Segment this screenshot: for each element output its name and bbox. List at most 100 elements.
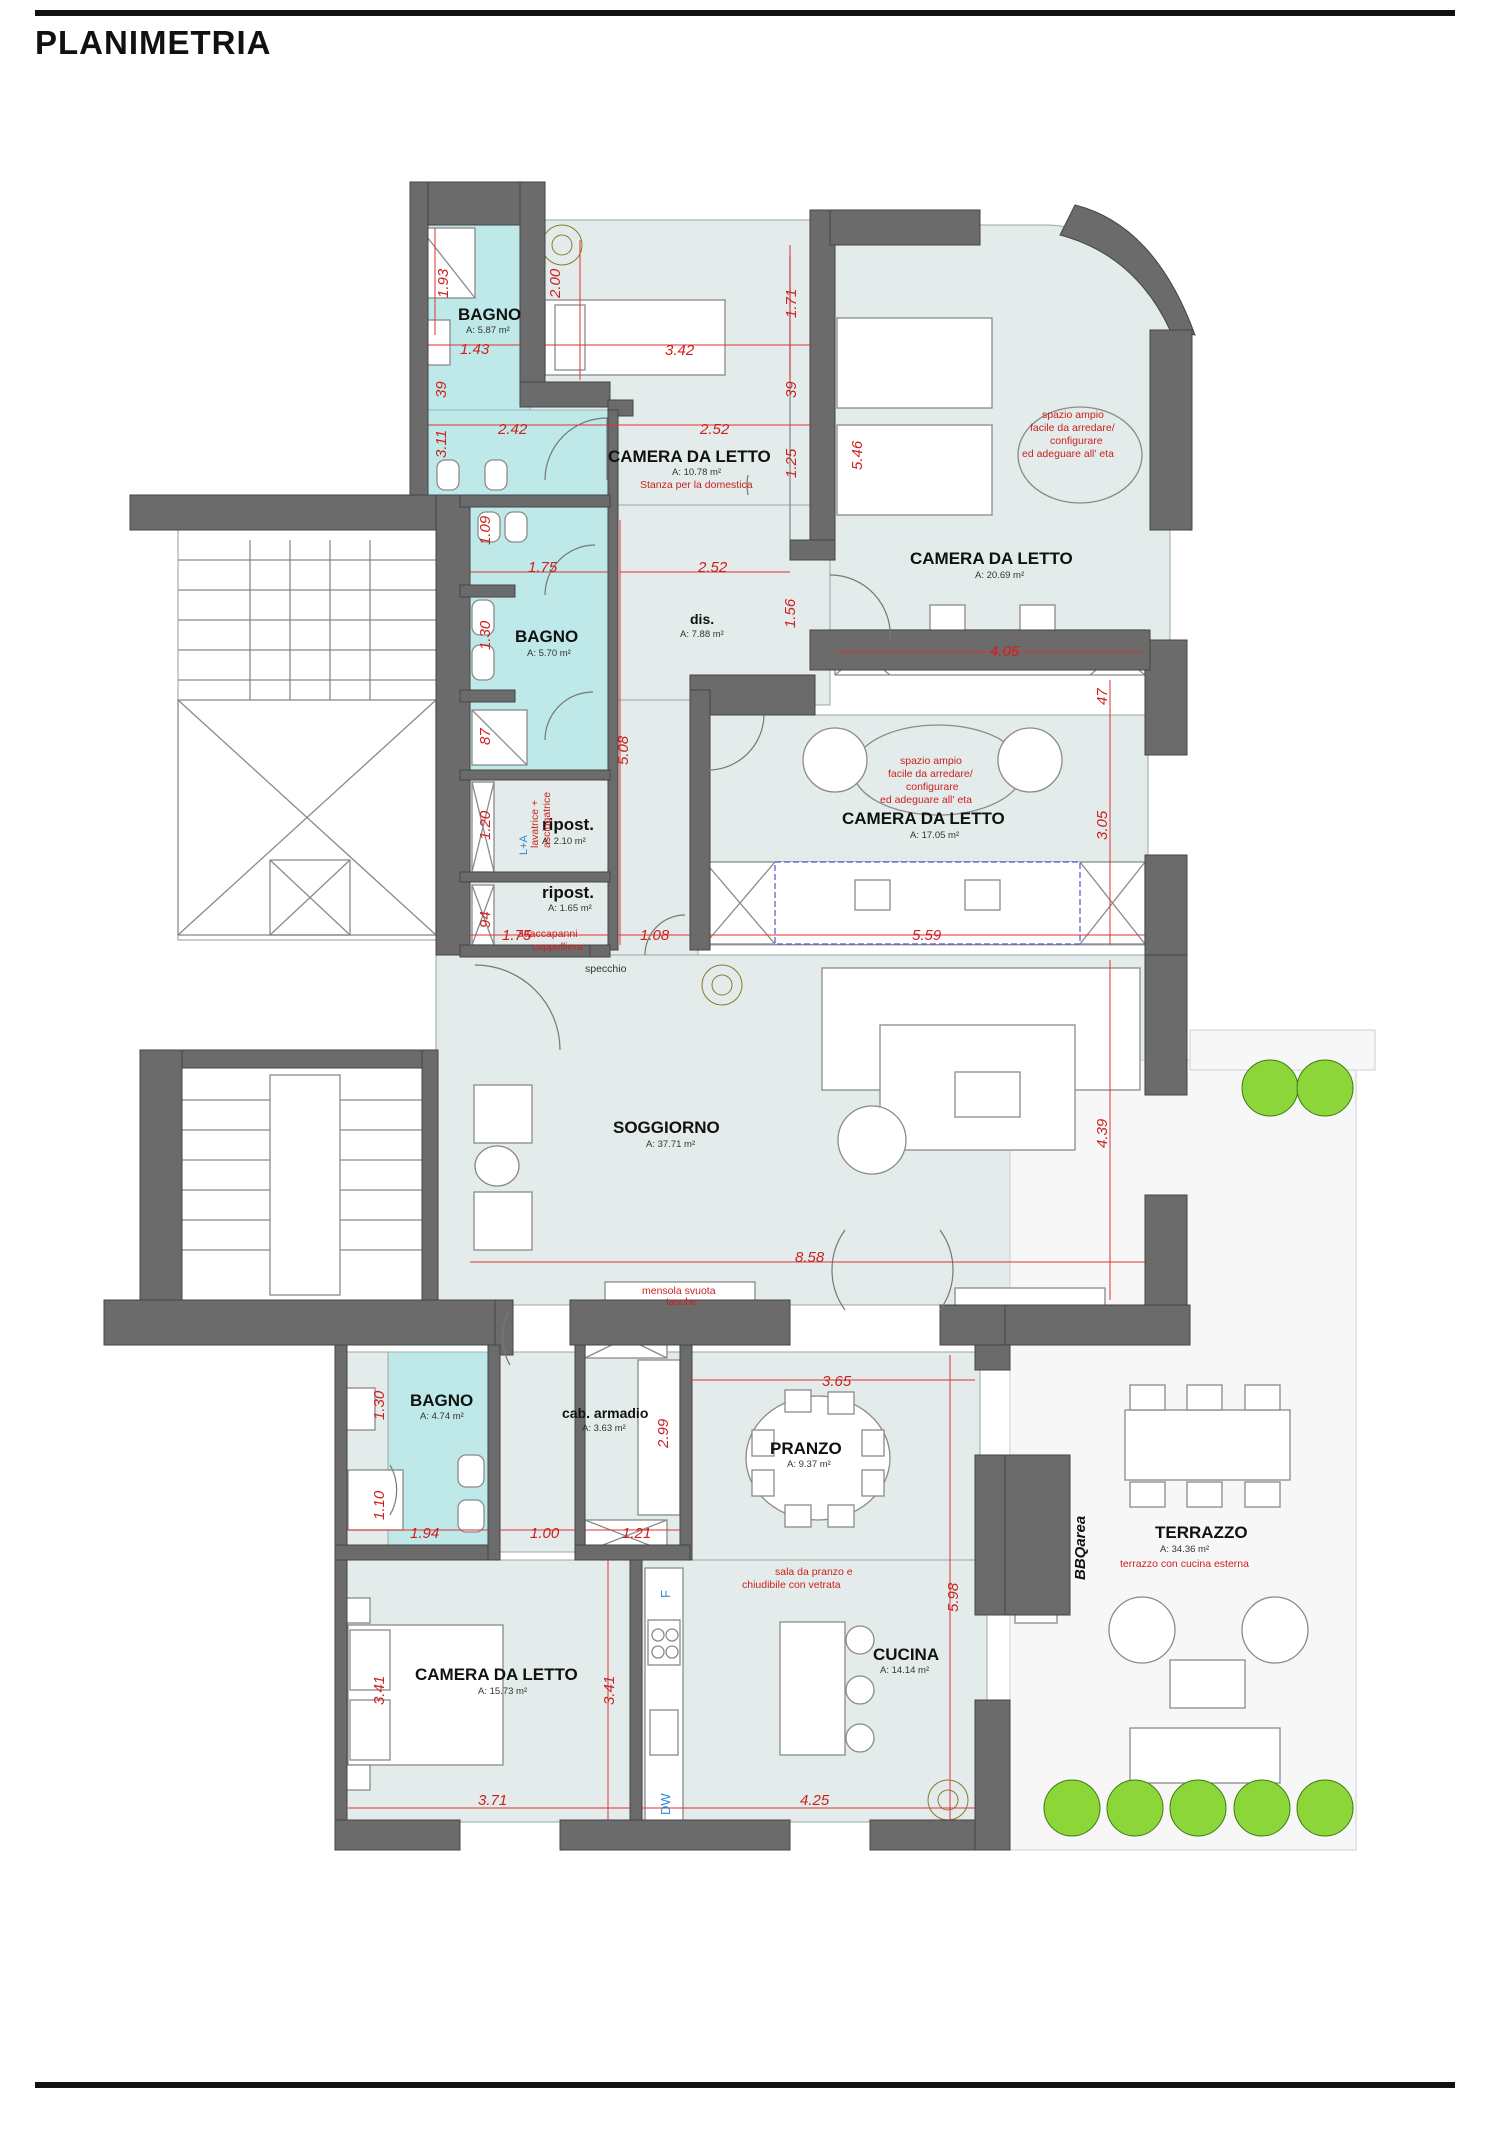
dim-2-52a: 2.52 — [699, 421, 730, 438]
note-washer-line-1: lavatrice + — [529, 800, 541, 848]
room-name-living: SOGGIORNO — [613, 1118, 720, 1137]
room-area-storage-2: A: 1.65 m² — [548, 903, 592, 914]
room-note-terrace: terrazzo con cucina esterna — [1120, 1558, 1249, 1570]
room-name-bedroom-1: CAMERA DA LETTO — [608, 447, 771, 466]
note-dining-line-2: chiudibile con vetrata — [742, 1579, 841, 1591]
dim-4-05: 4.05 — [990, 643, 1020, 660]
room-name-kitchen: CUCINA — [873, 1645, 939, 1664]
dim-5-59: 5.59 — [912, 927, 942, 944]
note-shelf-line-2: tasche — [666, 1296, 697, 1308]
note-coat-line-2: cappelliera — [532, 941, 583, 953]
room-area-walkin: A: 3.63 m² — [582, 1423, 626, 1434]
dim-2-00: 2.00 — [547, 268, 564, 299]
note-space-2-line-4: ed adeguare all' eta — [880, 794, 972, 806]
note-space-1-line-3: configurare — [1050, 435, 1103, 447]
page-title: PLANIMETRIA — [35, 24, 272, 61]
doors — [389, 417, 954, 1516]
room-note-bedroom-1: Stanza per la domestica — [640, 479, 753, 491]
room-name-storage-2: ripost. — [542, 883, 594, 902]
dim-3-71: 3.71 — [478, 1792, 507, 1809]
dishwasher-label: DW — [658, 1793, 673, 1815]
dim-1-75a: 1.75 — [528, 559, 558, 576]
dim-2-42: 2.42 — [497, 421, 528, 438]
note-washer-code: L+A — [518, 834, 530, 855]
room-name-bath-3: BAGNO — [410, 1391, 473, 1410]
room-name-dining: PRANZO — [770, 1439, 842, 1458]
stairwell-lower — [177, 1067, 437, 1301]
room-area-bedroom-4: A: 15.73 m² — [478, 1686, 527, 1697]
dim-1-93: 1.93 — [435, 268, 452, 298]
room-name-bedroom-3: CAMERA DA LETTO — [842, 809, 1005, 828]
note-space-1-line-1: spazio ampio — [1042, 409, 1104, 421]
room-name-storage-1: ripost. — [542, 815, 594, 834]
note-space-2-line-2: facile da arredare/ — [888, 768, 973, 780]
dim-2-99: 2.99 — [655, 1418, 672, 1449]
dim-1-75b: 1.75 — [502, 927, 532, 944]
walls — [103, 181, 1196, 1851]
stairwell-upper — [177, 529, 437, 941]
dim-39b: 39 — [783, 381, 800, 398]
room-area-dining: A: 9.37 m² — [787, 1459, 831, 1470]
dim-3-41a: 3.41 — [371, 1676, 388, 1705]
note-mirror: specchio — [585, 963, 627, 975]
room-name-terrace: TERRAZZO — [1155, 1523, 1248, 1542]
dim-1-10: 1.10 — [371, 1490, 388, 1520]
note-space-2-line-3: configurare — [906, 781, 959, 793]
bottom-rule — [35, 2082, 1455, 2088]
dim-47: 47 — [1094, 688, 1111, 705]
room-labels: BAGNO A: 5.87 m² CAMERA DA LETTO A: 10.7… — [410, 305, 1249, 1697]
dim-94: 94 — [477, 911, 494, 928]
dim-1-43: 1.43 — [460, 341, 490, 358]
room-area-terrace: A: 34.36 m² — [1160, 1544, 1209, 1555]
room-area-kitchen: A: 14.14 m² — [880, 1665, 929, 1676]
room-area-bedroom-1: A: 10.78 m² — [672, 467, 721, 478]
room-area-storage-1: A: 2.10 m² — [542, 836, 586, 847]
dim-4-39: 4.39 — [1094, 1118, 1111, 1148]
room-area-bedroom-2: A: 20.69 m² — [975, 570, 1024, 581]
dim-1-56: 1.56 — [782, 598, 799, 628]
note-coat-line-1: attaccapanni — [518, 928, 578, 940]
room-area-bedroom-3: A: 17.05 m² — [910, 830, 959, 841]
dim-1-21: 1.21 — [622, 1525, 651, 1542]
dim-5-08: 5.08 — [615, 735, 632, 765]
dim-1-30a: 1.30 — [477, 620, 494, 650]
dim-1-20: 1.20 — [477, 810, 494, 840]
dimension-lines — [347, 228, 1145, 1820]
dim-1-30b: 1.30 — [371, 1390, 388, 1420]
dim-1-00: 1.00 — [530, 1525, 560, 1542]
note-space-1-line-2: facile da arredare/ — [1030, 422, 1115, 434]
dim-1-94: 1.94 — [410, 1525, 439, 1542]
dim-1-08: 1.08 — [640, 927, 670, 944]
dim-3-42: 3.42 — [665, 342, 695, 359]
dim-3-11: 3.11 — [433, 430, 450, 458]
dim-3-65: 3.65 — [822, 1373, 852, 1390]
room-name-corridor: dis. — [690, 611, 714, 627]
room-name-bath-2: BAGNO — [515, 627, 578, 646]
dim-1-71: 1.71 — [783, 289, 800, 318]
dim-8-58: 8.58 — [795, 1249, 825, 1266]
dim-1-09: 1.09 — [477, 515, 494, 545]
top-rule — [35, 10, 1455, 16]
dim-5-98: 5.98 — [945, 1582, 962, 1612]
room-name-walkin: cab. armadio — [562, 1405, 648, 1421]
room-area-corridor: A: 7.88 m² — [680, 629, 724, 640]
fridge-label: F — [658, 1590, 673, 1598]
dim-39a: 39 — [433, 381, 450, 398]
dim-4-25: 4.25 — [800, 1792, 830, 1809]
dim-2-52b: 2.52 — [697, 559, 728, 576]
trees — [1043, 1059, 1354, 1837]
note-shelf-line-1: mensola svuota — [642, 1285, 716, 1297]
room-name-bath-1: BAGNO — [458, 305, 521, 324]
dim-87: 87 — [477, 728, 494, 745]
room-area-living: A: 37.71 m² — [646, 1139, 695, 1150]
note-space-1-line-4: ed adeguare all' eta — [1022, 448, 1114, 460]
dim-5-46: 5.46 — [849, 440, 866, 470]
dim-3-41b: 3.41 — [601, 1676, 618, 1705]
dimension-labels: 1.93 1.43 2.00 3.42 1.71 39 39 2.42 2.52… — [371, 268, 1111, 1809]
room-name-bedroom-4: CAMERA DA LETTO — [415, 1665, 578, 1684]
room-area-bath-2: A: 5.70 m² — [527, 648, 571, 659]
note-space-2-line-1: spazio ampio — [900, 755, 962, 767]
dim-1-25: 1.25 — [783, 448, 800, 478]
annotations: spazio ampio facile da arredare/ configu… — [518, 409, 1115, 1815]
